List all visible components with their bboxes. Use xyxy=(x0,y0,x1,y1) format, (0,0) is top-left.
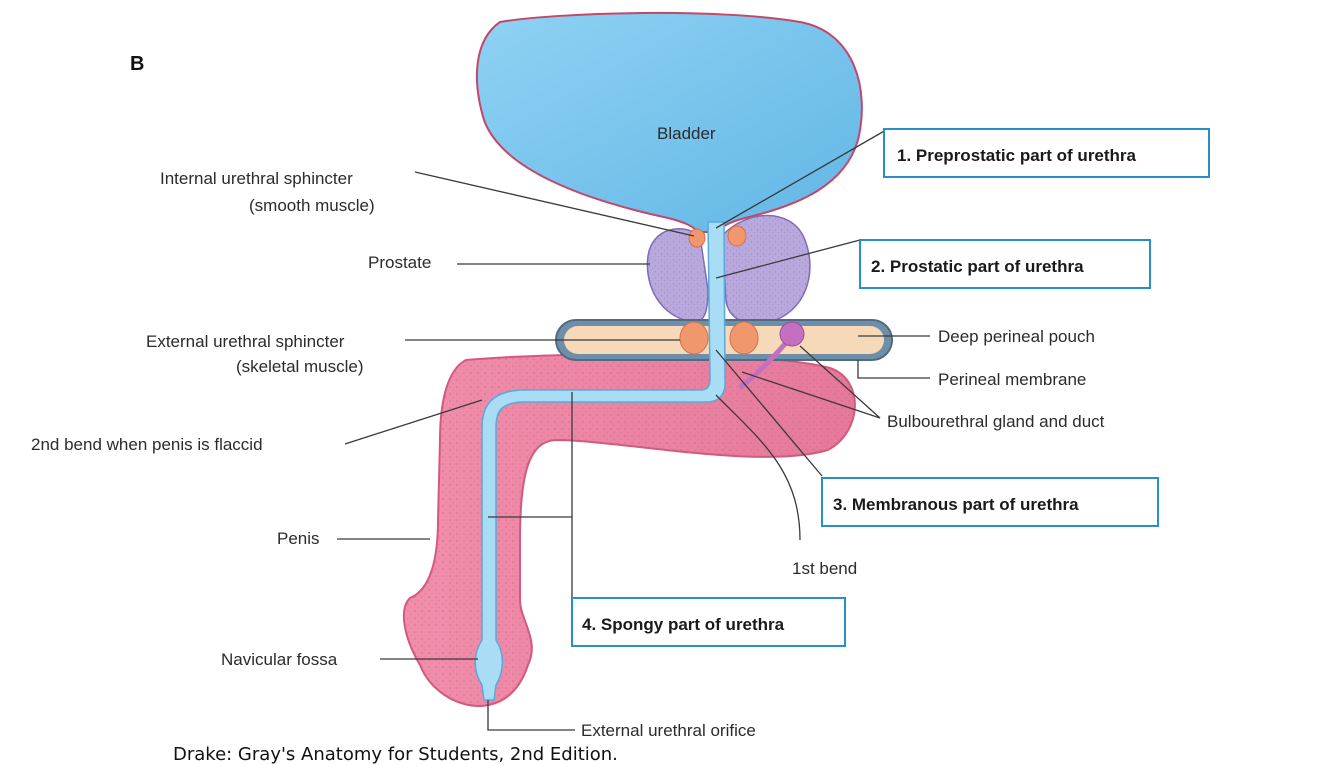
internal-sphincter-shape xyxy=(688,225,747,248)
leader-lines xyxy=(337,129,930,731)
preprostatic-label: 1. Preprostatic part of urethra xyxy=(897,146,1137,165)
internal-sphincter-label: Internal urethral sphincter xyxy=(160,169,353,188)
first-bend-label: 1st bend xyxy=(792,559,857,578)
prostatic-label: 2. Prostatic part of urethra xyxy=(871,257,1084,276)
bladder-shape xyxy=(475,11,863,233)
internal-sphincter-sublabel: (smooth muscle) xyxy=(249,196,375,215)
part-box-spongy: 4. Spongy part of urethra xyxy=(571,597,846,647)
second-bend-label: 2nd bend when penis is flaccid xyxy=(31,435,263,454)
urethra-shape xyxy=(474,221,726,701)
spongy-label: 4. Spongy part of urethra xyxy=(582,615,785,634)
deep-perineal-pouch-label: Deep perineal pouch xyxy=(938,327,1095,346)
bladder-label: Bladder xyxy=(657,124,716,143)
navicular-fossa-label: Navicular fossa xyxy=(221,650,338,669)
penis-label: Penis xyxy=(277,529,320,548)
external-sphincter-label: External urethral sphincter xyxy=(146,332,345,351)
source-credit: Drake: Gray's Anatomy for Students, 2nd … xyxy=(173,744,618,765)
bulbourethral-gland-shape xyxy=(738,321,805,390)
membranous-label: 3. Membranous part of urethra xyxy=(833,495,1079,514)
panel-letter: B xyxy=(130,53,144,75)
part-box-preprostatic: 1. Preprostatic part of urethra xyxy=(883,128,1210,178)
bulbourethral-label: Bulbourethral gland and duct xyxy=(887,412,1105,431)
external-sphincter-shape xyxy=(679,321,759,355)
part-box-membranous: 3. Membranous part of urethra xyxy=(821,477,1159,527)
part-box-prostatic: 2. Prostatic part of urethra xyxy=(859,239,1151,289)
external-sphincter-sublabel: (skeletal muscle) xyxy=(236,357,364,376)
external-orifice-label: External urethral orifice xyxy=(581,721,756,740)
penis-shape xyxy=(402,353,856,708)
prostate-label: Prostate xyxy=(368,253,431,272)
perineal-membrane-label: Perineal membrane xyxy=(938,370,1086,389)
